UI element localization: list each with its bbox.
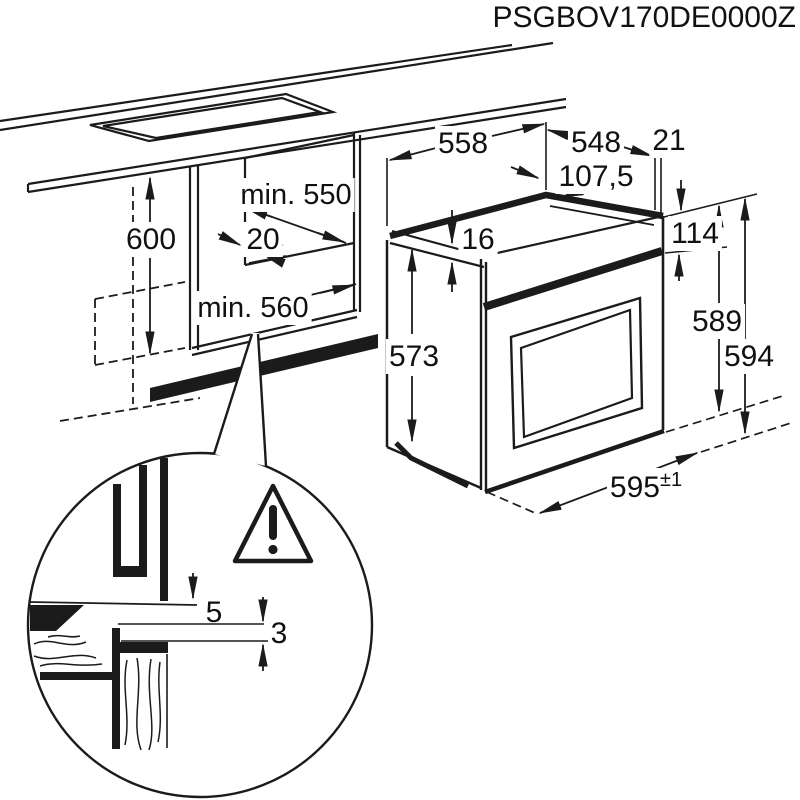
hob-cutout-inner <box>102 96 325 140</box>
wall-line <box>0 43 513 123</box>
labels: PSGBOV170DE0000Z 600 min. 550 20 min. 56… <box>122 1 796 650</box>
callout-spike <box>212 333 268 467</box>
label-594: 594 <box>724 340 774 373</box>
oven-top-front-edge <box>483 214 664 258</box>
wood-grain-right <box>124 657 162 751</box>
label-589: 589 <box>692 305 742 338</box>
label-3: 3 <box>271 617 288 650</box>
dim-548-b <box>619 145 654 157</box>
section-panel-tall <box>160 458 168 601</box>
detail-view <box>26 333 374 799</box>
label-558: 558 <box>438 127 488 160</box>
dim-548-a <box>546 129 571 141</box>
label-1075: 107,5 <box>558 160 633 193</box>
label-20: 20 <box>246 223 279 256</box>
label-21: 21 <box>652 124 685 157</box>
fascia-left-edge <box>479 259 488 491</box>
callout-spike-fill <box>214 333 266 466</box>
section-panel-u <box>113 465 147 577</box>
diagram-code: PSGBOV170DE0000Z <box>492 1 796 34</box>
oven-foot <box>394 441 470 489</box>
dim-595-a <box>538 482 620 514</box>
dim-560-arrow2 <box>319 284 356 295</box>
door-window-inner <box>519 308 634 439</box>
label-114: 114 <box>671 217 719 250</box>
wood-grain-left <box>33 634 103 667</box>
control-panel-band <box>482 247 664 311</box>
witness-lines <box>386 122 758 254</box>
label-backing <box>243 222 283 257</box>
warning-icon <box>232 483 314 564</box>
label-16: 16 <box>461 223 494 256</box>
label-backing <box>385 339 443 374</box>
label-573: 573 <box>389 340 439 373</box>
label-5: 5 <box>206 596 223 629</box>
dim-550-arrow2 <box>317 230 346 243</box>
label-backing <box>649 123 689 158</box>
label-548: 548 <box>571 126 621 159</box>
label-backing <box>668 216 722 251</box>
label-backing <box>606 468 686 505</box>
label-backing <box>122 222 180 257</box>
label-min560: min. 560 <box>197 292 308 324</box>
label-595: 595±1 <box>610 469 682 504</box>
label-backing <box>237 178 355 212</box>
label-backing <box>434 126 492 161</box>
warning-exclamation-dot <box>268 544 278 555</box>
label-600: 600 <box>126 223 176 256</box>
section-front-bar <box>112 628 120 749</box>
oven-scene <box>385 191 665 495</box>
dim-558-a <box>388 147 437 161</box>
section-bottom-bar <box>40 672 117 680</box>
label-backing <box>720 339 778 374</box>
dim-20-arrow1 <box>217 231 242 246</box>
detail-circle <box>26 451 374 799</box>
hidden-edges-dashed <box>59 187 201 422</box>
oven-top-back-edge <box>389 191 664 240</box>
worktop-back-edge <box>0 41 554 132</box>
warning-triangle <box>232 483 314 564</box>
hob-cutout-outer <box>89 92 338 143</box>
label-backing <box>688 304 746 339</box>
label-backing <box>194 291 312 325</box>
section-worktop-wedge <box>30 605 84 631</box>
fascia-bottom-edge <box>484 428 665 495</box>
label-backing <box>555 159 637 194</box>
label-backing <box>567 125 625 160</box>
section-flange-bar <box>118 642 168 653</box>
bottom-dashed-refs <box>486 394 792 514</box>
section-worktop-line <box>29 601 198 606</box>
plinth-strip <box>150 334 378 402</box>
dim-558-b <box>491 123 546 137</box>
section-flange-lines <box>118 623 268 748</box>
label-backing <box>458 222 498 257</box>
door-window-outer <box>509 296 644 450</box>
worktop-front-edge <box>26 97 567 194</box>
dim-1075-a <box>510 165 540 179</box>
niche-walls <box>188 132 362 350</box>
label-min550: min. 550 <box>240 179 351 211</box>
